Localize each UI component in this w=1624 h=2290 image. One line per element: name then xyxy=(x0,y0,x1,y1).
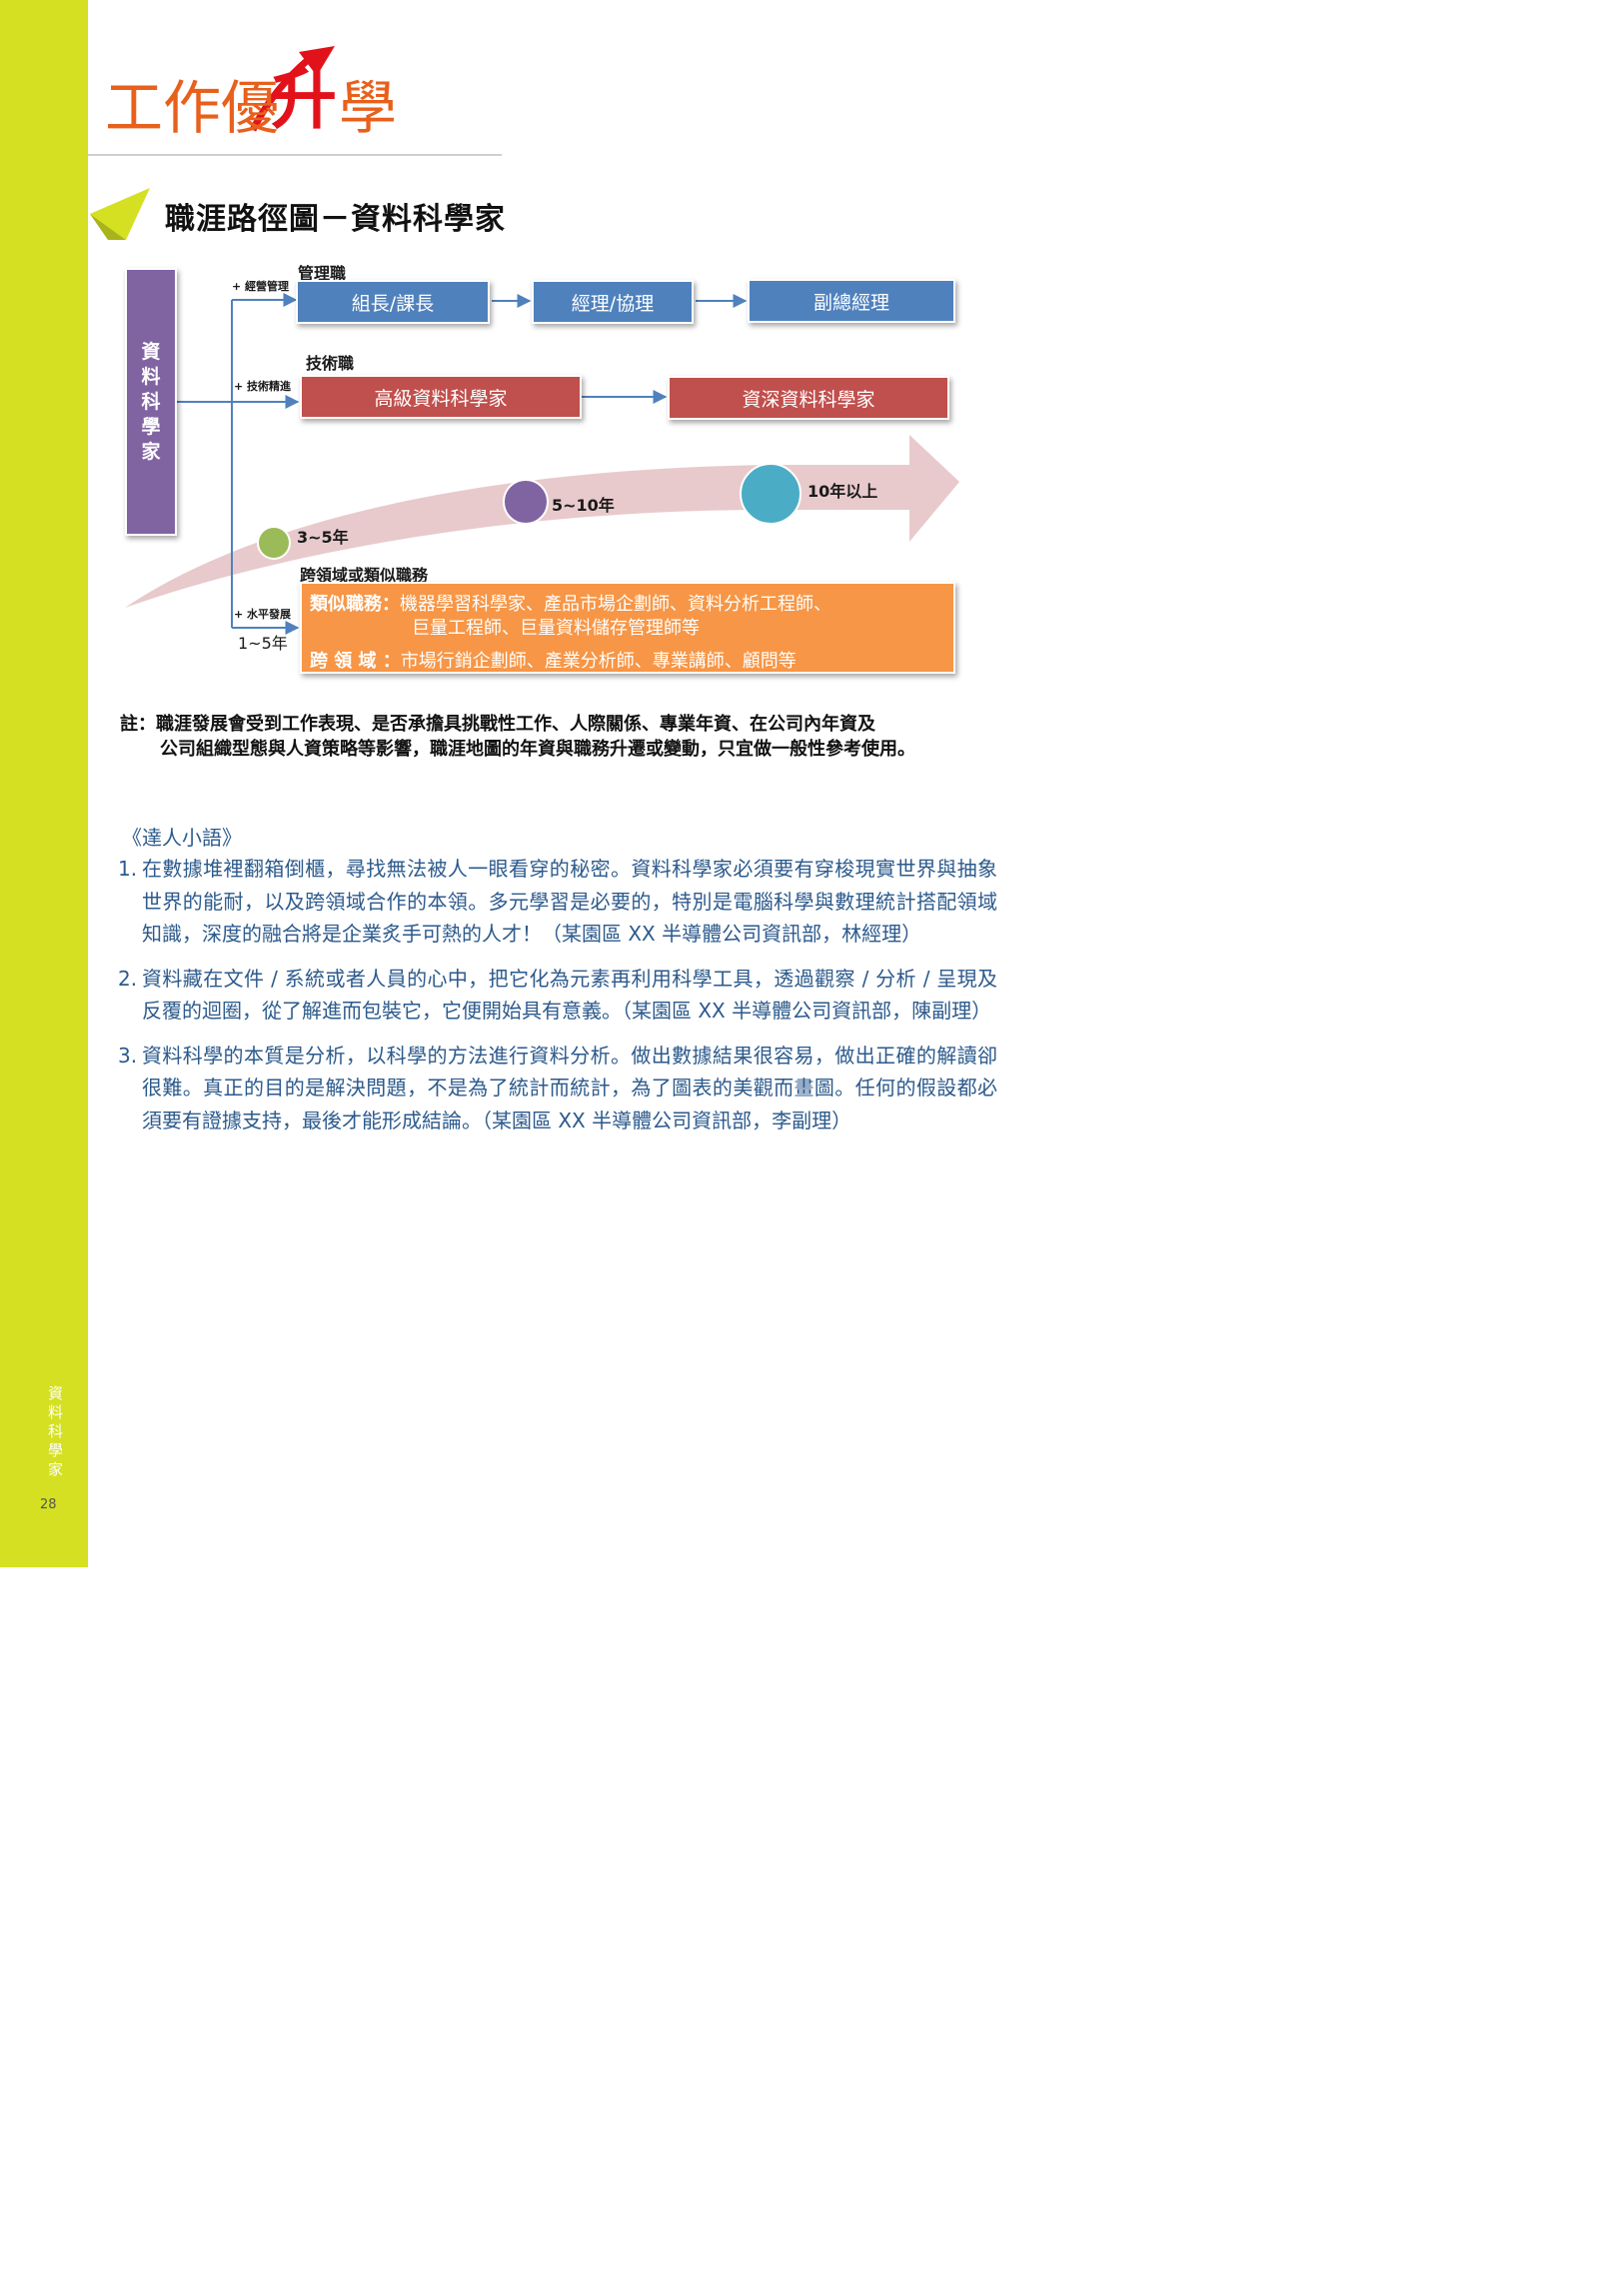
timeline-label-2: 5~10年 xyxy=(552,496,615,515)
lateral-heading: 跨領域或類似職務 xyxy=(300,566,429,585)
lateral-years: 1~5年 xyxy=(238,634,288,653)
management-condition: + 經營管理 xyxy=(232,280,290,293)
similar-roles-label: 類似職務： xyxy=(310,594,400,615)
career-note-line1: 註：職涯發展會受到工作表現、是否承擔具挑戰性工作、人際關係、專業年資、在公司內年… xyxy=(120,714,875,735)
expert-quotes-title: 《達人小語》 xyxy=(122,826,242,850)
similar-roles-line1: 機器學習科學家、產品市場企劃師、資料分析工程師、 xyxy=(400,594,831,615)
management-step-2: 經理/協理 xyxy=(532,280,694,324)
management-heading: 管理職 xyxy=(298,264,347,283)
header-divider xyxy=(88,154,502,156)
expert-quote-item: 1.在數據堆裡翻箱倒櫃，尋找無法被人一眼看穿的秘密。資料科學家必須要有穿梭現實世… xyxy=(118,853,997,951)
lateral-condition: + 水平發展 xyxy=(234,608,292,621)
career-note-line2: 公司組織型態與人資策略等影響，職涯地圖的年資與職務升遷或變動，只宜做一般性參考使… xyxy=(160,739,915,760)
technical-heading: 技術職 xyxy=(306,354,355,373)
management-step-3: 副總經理 xyxy=(748,279,955,323)
technical-step-2: 資深資料科學家 xyxy=(668,376,949,420)
expert-quote-text: 資料藏在文件 / 系統或者人員的心中，把它化為元素再利用科學工具，透過觀察 / … xyxy=(142,966,997,1024)
career-note: 註：職涯發展會受到工作表現、是否承擔具挑戰性工作、人際關係、專業年資、在公司內年… xyxy=(120,712,999,762)
timeline-dot-2 xyxy=(503,479,549,525)
technical-condition: + 技術精進 xyxy=(234,380,292,393)
timeline-label-3: 10年以上 xyxy=(808,482,878,501)
brand-logo: 工作優 升 學 xyxy=(105,46,397,142)
technical-step-1: 高級資料科學家 xyxy=(300,375,582,419)
expert-quote-text: 在數據堆裡翻箱倒櫃，尋找無法被人一眼看穿的秘密。資料科學家必須要有穿梭現實世界與… xyxy=(142,857,997,946)
brand-logo-text: 工作優 xyxy=(105,74,279,142)
timeline-label-1: 3~5年 xyxy=(297,528,349,547)
section-title: 職涯路徑圖－資料科學家 xyxy=(165,202,506,237)
sidebar-bar xyxy=(0,0,88,1567)
cross-domain-label: 跨 領 域 ： xyxy=(310,651,401,672)
brand-logo-arrow-stroke xyxy=(249,57,311,132)
cross-domain-roles: 市場行銷企劃師、產業分析師、專業講師、顧問等 xyxy=(400,651,797,672)
expert-quote-item: 2.資料藏在文件 / 系統或者人員的心中，把它化為元素再利用科學工具，透過觀察 … xyxy=(118,963,997,1028)
expert-quote-number: 2. xyxy=(118,966,138,991)
expert-quote-text: 資料科學的本質是分析，以科學的方法進行資料分析。做出數據結果很容易，做出正確的解… xyxy=(142,1043,997,1133)
expert-quote-number: 1. xyxy=(118,857,138,881)
brand-logo-text-accent: 升 xyxy=(271,61,337,138)
expert-quote-item: 3.資料科學的本質是分析，以科學的方法進行資料分析。做出數據結果很容易，做出正確… xyxy=(118,1040,997,1138)
expert-quote-number: 3. xyxy=(118,1043,138,1068)
management-step-1: 組長/課長 xyxy=(296,280,490,324)
sidebar-vertical-label: 資料科學家 xyxy=(47,1384,64,1478)
root-role-label: 資料科學家 xyxy=(141,340,161,463)
page-number: 28 xyxy=(40,1497,57,1512)
similar-roles-line2: 巨量工程師、巨量資料儲存管理師等 xyxy=(412,618,700,639)
career-path-diagram: 資料科學家 + 經營管理 管理職 組長/課長 經理/協理 副總經理 + 技術精進… xyxy=(120,260,969,690)
timeline-dot-3 xyxy=(740,463,802,525)
brand-logo-arrow-head xyxy=(299,46,335,76)
root-role-box: 資料科學家 xyxy=(125,268,177,536)
expert-quotes-list: 1.在數據堆裡翻箱倒櫃，尋找無法被人一眼看穿的秘密。資料科學家必須要有穿梭現實世… xyxy=(118,853,997,1148)
timeline-dot-1 xyxy=(257,526,291,560)
section-triangle-icon xyxy=(90,188,150,240)
lateral-roles-box: 類似職務：機器學習科學家、產品市場企劃師、資料分析工程師、 巨量工程師、巨量資料… xyxy=(300,582,955,674)
diagram-connectors xyxy=(125,293,959,635)
brand-logo-text-end: 學 xyxy=(339,74,397,142)
